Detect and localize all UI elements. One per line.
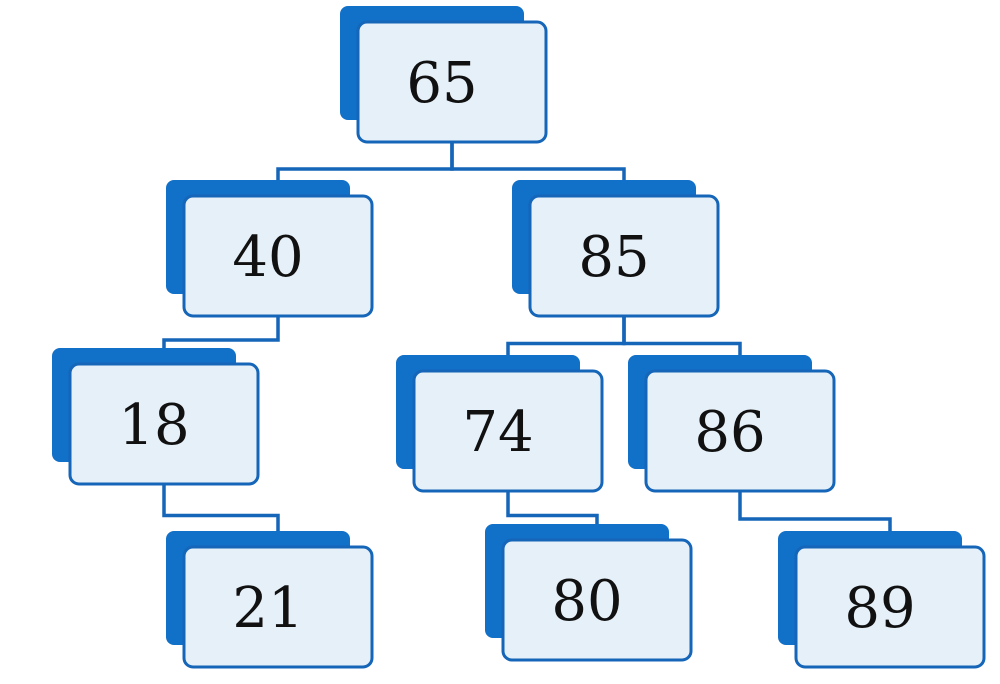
node-value: 40 bbox=[232, 225, 303, 290]
tree-nodes: 65 40 85 18 74 86 21 80 89 bbox=[52, 6, 986, 669]
node-value: 18 bbox=[118, 393, 189, 458]
tree-node-85: 85 bbox=[512, 180, 720, 318]
node-card bbox=[412, 369, 604, 493]
node-card bbox=[501, 538, 693, 662]
node-value: 85 bbox=[578, 225, 649, 290]
tree-node-21: 21 bbox=[166, 531, 374, 669]
tree-node-65: 65 bbox=[340, 6, 548, 144]
node-card bbox=[356, 20, 548, 144]
node-value: 65 bbox=[406, 51, 477, 116]
node-value: 74 bbox=[462, 400, 533, 465]
node-card bbox=[182, 194, 374, 318]
node-card bbox=[182, 545, 374, 669]
node-card bbox=[644, 369, 836, 493]
tree-node-89: 89 bbox=[778, 531, 986, 669]
tree-node-86: 86 bbox=[628, 355, 836, 493]
node-value: 89 bbox=[844, 576, 915, 641]
node-card bbox=[794, 545, 986, 669]
node-card bbox=[528, 194, 720, 318]
node-card bbox=[68, 362, 260, 486]
tree-node-80: 80 bbox=[485, 524, 693, 662]
node-value: 86 bbox=[694, 400, 765, 465]
tree-node-18: 18 bbox=[52, 348, 260, 486]
tree-node-40: 40 bbox=[166, 180, 374, 318]
tree-node-74: 74 bbox=[396, 355, 604, 493]
node-value: 80 bbox=[551, 569, 622, 634]
node-value: 21 bbox=[232, 576, 303, 641]
